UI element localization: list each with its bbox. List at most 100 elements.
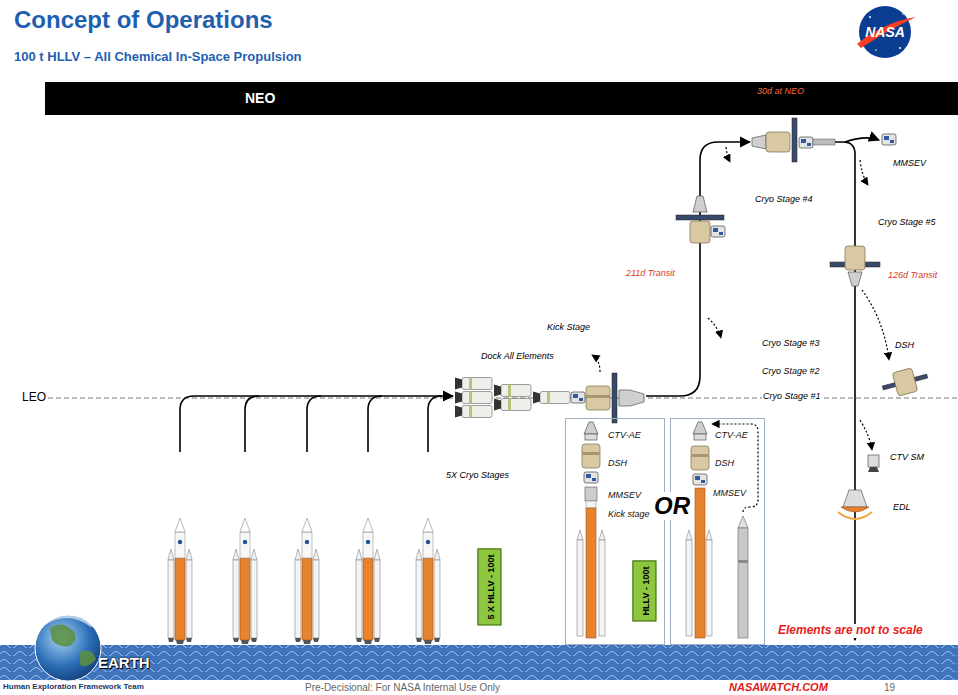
vehicle-tag: 5 X HLLV - 100t (477, 549, 501, 626)
leo-stack (533, 392, 570, 404)
leo-stack (494, 385, 531, 397)
team-name: Human Exploration Framework Team (3, 682, 144, 691)
or-label: OR (653, 492, 691, 520)
jettison-path (592, 147, 889, 512)
launch-stack (706, 530, 712, 540)
page-title: Concept of Operations (14, 6, 273, 34)
leo-stack (619, 390, 644, 406)
return-vehicle (830, 246, 880, 286)
launch-stack (585, 487, 597, 501)
leo-stack (455, 406, 492, 418)
crew-launcher (738, 516, 748, 638)
component-label: Kick stage (608, 509, 650, 519)
launch-stack (686, 530, 692, 540)
dsh-module (892, 368, 918, 396)
transit-stack (676, 215, 724, 220)
nasa-logo (859, 6, 911, 58)
vehicle-tag: HLLV - 100t (632, 561, 656, 622)
launch-stack (693, 474, 707, 485)
jettison-path (708, 318, 721, 338)
band-label: EARTH (98, 654, 150, 671)
element-label: EDL (893, 502, 911, 512)
transit-stack (676, 196, 725, 243)
element-label: Cryo Stage #3 (762, 338, 820, 348)
hllv-rocket (168, 518, 192, 644)
hllv-rocket (356, 518, 380, 644)
component-label: MMSEV (608, 490, 641, 500)
earth-ground (35, 615, 101, 681)
earth-ground (80, 651, 96, 667)
launch-stack (582, 452, 600, 455)
launch-stack (691, 446, 709, 470)
ascent-path (245, 396, 259, 452)
launch-stack (691, 454, 709, 457)
launch-stack (586, 508, 596, 638)
jettison-path (592, 355, 600, 372)
launch-option-box: HLLV - 100tCTV-AEDSHMMSEVKick stage (565, 418, 665, 645)
jettison-path (860, 420, 872, 450)
return-vehicle (848, 272, 862, 286)
mission-path (835, 142, 855, 640)
mmsev-vehicle (882, 134, 896, 145)
launch-stack (695, 488, 705, 638)
earth-ground (0, 645, 958, 680)
orbit-label: LEO (22, 391, 46, 405)
neo-vehicle (813, 139, 835, 145)
jettison-path (726, 147, 730, 162)
duration-note: 126d Transit (888, 270, 937, 280)
element-label: Cryo Stage #1 (762, 391, 822, 401)
component-label: MMSEV (713, 488, 746, 498)
leo-stack (586, 386, 610, 410)
hllv-rocket (295, 518, 319, 644)
launch-stack (584, 422, 598, 440)
ctv-service-module (868, 467, 879, 472)
launch-stack (577, 540, 583, 636)
ascent-path (194, 395, 453, 397)
jettison-path (712, 424, 758, 512)
element-label: DSH (895, 340, 914, 350)
neo-vehicle (752, 135, 766, 149)
transit-stack (690, 221, 710, 243)
element-label: Cryo Stage #2 (762, 366, 820, 376)
leo-stack (455, 373, 644, 423)
ascent-path (180, 396, 194, 452)
ascent-path (307, 396, 321, 452)
tag-text: 5 X HLLV - 100t (486, 555, 496, 620)
entry-capsule (838, 490, 872, 519)
neo-vehicle (792, 118, 797, 162)
component-label: DSH (608, 458, 627, 468)
mission-path (845, 138, 879, 142)
ctv-service-module (868, 455, 879, 472)
scale-note: Elements are not to scale (777, 624, 924, 638)
entry-capsule (841, 507, 869, 512)
logo-text: NASA (865, 24, 905, 40)
launch-stack (599, 530, 605, 540)
launch-stack (582, 444, 600, 468)
band-label: NEO (245, 90, 275, 106)
ctv-service-module (868, 455, 879, 467)
nasa-logo (899, 47, 901, 49)
mmsev-vehicle (882, 134, 896, 145)
tag-text: HLLV - 100t (641, 567, 651, 616)
destination-band: NEO (45, 82, 958, 115)
return-vehicle (845, 246, 865, 270)
component-label: CTV-AE (715, 430, 748, 440)
earth-ground (44, 616, 92, 626)
entry-capsule (838, 512, 872, 519)
hllv-rocket (168, 518, 440, 644)
hllv-rocket (416, 518, 440, 644)
launch-stack (686, 540, 692, 636)
nasa-logo (857, 6, 916, 58)
earth-band: EARTH (0, 645, 958, 680)
ascent-path (428, 396, 442, 452)
launch-stack (584, 472, 598, 483)
nasa-logo (902, 13, 904, 15)
leo-stack (612, 373, 617, 423)
element-label: Cryo Stage #5 (878, 217, 936, 227)
crew-launcher (738, 516, 748, 528)
element-label: Cryo Stage #4 (755, 194, 813, 204)
mission-path (646, 138, 879, 640)
launch-option-box: CTV-AEDSHMMSEV (670, 418, 765, 645)
transit-stack (693, 196, 707, 212)
subtitle: 100 t HLLV – All Chemical In-Space Propu… (14, 50, 302, 65)
